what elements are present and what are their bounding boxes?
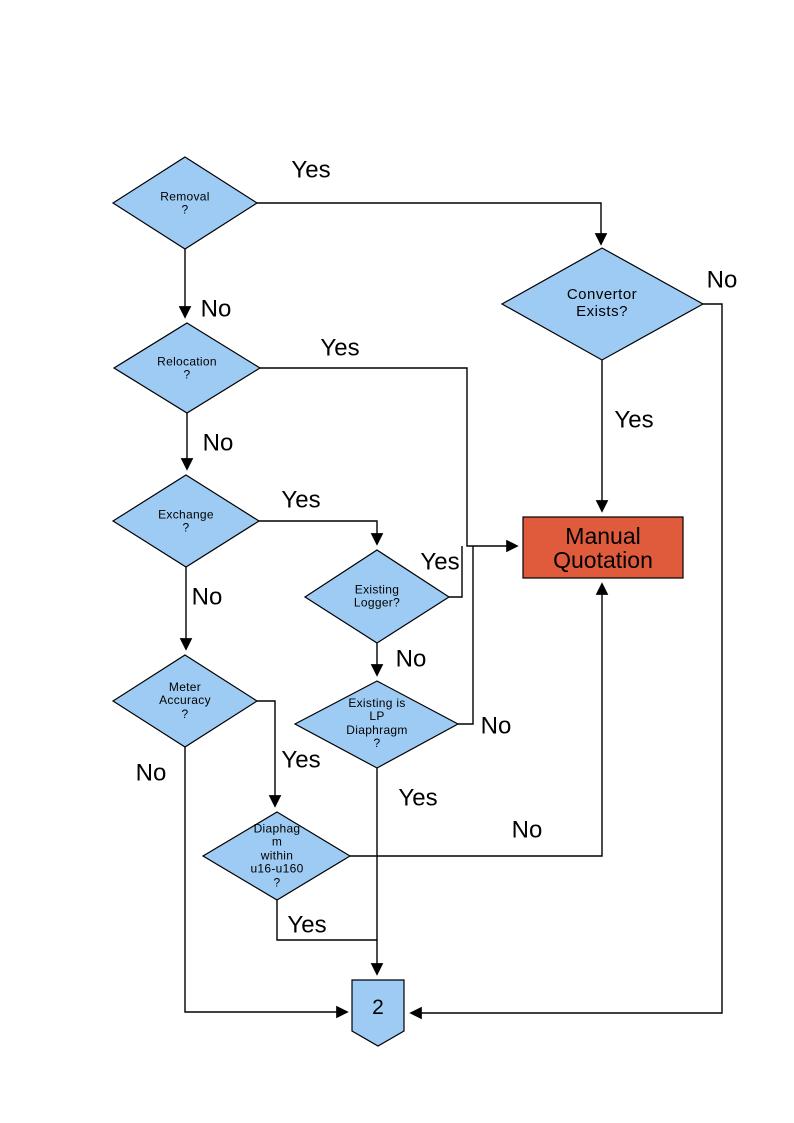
edge-meter-yes: [257, 700, 282, 808]
node-connector-2-label: 2: [372, 996, 384, 1020]
edge-label-lp-diaphragm-yes: Yes: [398, 784, 438, 812]
edge-label-relocation-no: No: [202, 429, 234, 457]
edge-label-removal-no: No: [200, 295, 232, 323]
edge-label-exchange-yes: Yes: [281, 486, 321, 514]
edge-existing-logger-yes: [449, 546, 463, 598]
node-exchange: [111, 474, 261, 568]
edge-label-exchange-no: No: [191, 583, 223, 611]
edge-label-existing-logger-yes: Yes: [420, 548, 460, 576]
edge-diaphragm-no: [350, 582, 609, 857]
node-existing-lp-diaphragm: [293, 680, 460, 769]
edge-diaphragm-yes: [276, 900, 377, 941]
edge-label-convertor-no: No: [706, 266, 738, 294]
edge-exchange-yes: [259, 520, 384, 546]
node-diaphragm-within-label: Diaphag m within u16-u160 ?: [250, 821, 304, 890]
node-convertor-exists: [500, 247, 705, 361]
node-relocation: [112, 322, 262, 414]
node-meter-accuracy: [111, 654, 259, 748]
node-removal: [111, 156, 259, 250]
edge-label-existing-logger-no: No: [395, 645, 427, 673]
edge-convertor-no: [409, 303, 723, 1020]
edge-label-lp-diaphragm-no: No: [480, 712, 512, 740]
edge-label-diaphragm-no: No: [511, 816, 543, 844]
node-existing-logger-label: Existing Logger?: [353, 582, 401, 610]
node-existing-lp-diaphragm-label: Existing is LP Diaphragm ?: [346, 696, 408, 751]
node-convertor-exists-label: Convertor Exists?: [566, 286, 638, 320]
edge-label-meter-yes: Yes: [281, 746, 321, 774]
node-manual-quotation: [522, 516, 684, 579]
edge-removal-yes: [257, 202, 608, 246]
node-diaphragm-within: [201, 811, 352, 901]
edge-label-diaphragm-yes: Yes: [287, 911, 327, 939]
node-relocation-label: Relocation ?: [157, 354, 217, 382]
edge-label-meter-no: No: [135, 759, 167, 787]
node-meter-accuracy-label: Meter Accuracy ?: [159, 679, 211, 721]
node-existing-logger: [303, 549, 451, 644]
node-exchange-label: Exchange ?: [158, 507, 214, 535]
node-connector-2: [351, 979, 405, 1047]
edge-label-removal-yes: Yes: [291, 156, 331, 184]
edge-label-relocation-yes: Yes: [320, 334, 360, 362]
edge-meter-no: [184, 747, 349, 1019]
edge-label-convertor-yes: Yes: [614, 406, 654, 434]
edge-lp-diaphragm-no: [458, 546, 474, 725]
edge-relocation-yes: [260, 367, 519, 553]
node-removal-label: Removal ?: [160, 189, 210, 217]
node-manual-quotation-label: Manual Quotation: [553, 522, 653, 573]
